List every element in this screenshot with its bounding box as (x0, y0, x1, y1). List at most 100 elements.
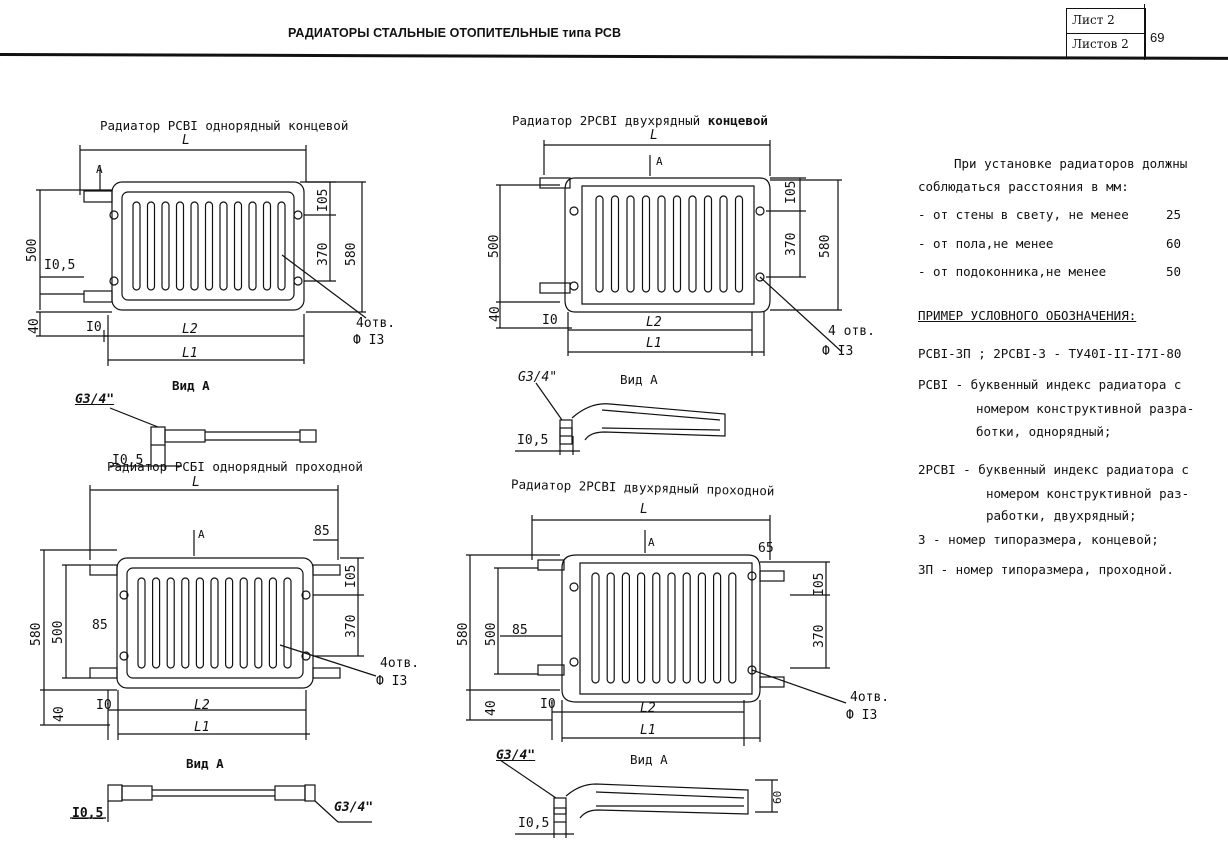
def-size-end: 3 - номер типоразмера, концевой; (918, 532, 1159, 547)
radiator-fin (146, 201, 156, 291)
radiator-fin (277, 201, 286, 291)
radiator-fin (621, 572, 631, 684)
radiator-d4-view-a (499, 759, 778, 838)
d2-view-marker-A: A (656, 155, 663, 168)
radiator-fin (610, 195, 620, 293)
d1-dim-L2: L2 (182, 322, 198, 337)
radiator-d3-view-a (70, 784, 372, 823)
d3-dim-L: L (192, 475, 200, 490)
def-rsv1-line2: номером конструктивной разра- (976, 401, 1195, 416)
d3-dim-L1: L1 (194, 720, 210, 735)
d1-dim-370: 370 (316, 242, 331, 266)
d3-dim-10: I0 (96, 698, 112, 713)
def-2rsv1-line1: 2РСВI - буквенный индекс радиатора с (918, 462, 1189, 477)
radiator-fin (195, 577, 204, 669)
d3-caption: Радиатор РСБI однорядный проходной (107, 459, 363, 474)
example-heading: ПРИМЕР УСЛОВНОГО ОБОЗНАЧЕНИЯ: (918, 308, 1137, 323)
distance-floor-value: 60 (1166, 236, 1182, 251)
d1-view-marker-A: A (96, 163, 103, 176)
def-2rsv1-line3: работки, двухрядный; (986, 508, 1137, 523)
radiator-fin (728, 572, 737, 684)
d2-caption: Радиатор 2РСВI двухрядный концевой (512, 113, 768, 128)
d2-dim-L2: L2 (646, 315, 662, 330)
radiator-d4-body (466, 515, 847, 746)
radiator-fin (712, 572, 722, 684)
example-designation: РСВI-3П ; 2РСВI-3 - ТУ40I-II-I7I-80 (918, 346, 1182, 361)
radiator-fin (219, 201, 228, 291)
radiator-fin (595, 195, 604, 293)
radiator-fin (268, 577, 277, 669)
def-size-pass: 3П - номер типоразмера, проходной. (918, 562, 1174, 577)
d1-dim-L1: L1 (182, 346, 198, 361)
document-title: РАДИАТОРЫ СТАЛЬНЫЕ ОТОПИТЕЛЬНЫЕ типа РСВ (288, 26, 622, 40)
d4-dim-10: I0 (540, 697, 556, 712)
d4-dim-60: 60 (771, 790, 784, 804)
d4-dim-65: 65 (758, 541, 774, 556)
d2-view-dim-10-5: I0,5 (517, 433, 549, 448)
d3-dim-500: 500 (51, 620, 66, 644)
d4-dim-L: L (640, 502, 648, 517)
sheets-total-label: Листов 2 (1072, 37, 1129, 51)
distance-wall-value: 25 (1166, 207, 1182, 222)
radiator-fin (606, 572, 615, 684)
d2-dim-10: I0 (542, 313, 558, 328)
radiator-fin (591, 572, 600, 684)
def-rsv1-line3: ботки, однорядный; (976, 424, 1112, 439)
radiator-fin (175, 201, 185, 291)
radiator-fin (166, 577, 175, 669)
d4-dim-L2: L2 (640, 701, 656, 716)
d1-dim-10: I0 (86, 320, 102, 335)
radiator-fin (152, 577, 161, 669)
radiator-fin (190, 201, 199, 291)
radiator-fin (225, 577, 234, 669)
radiator-fin (233, 201, 243, 291)
notes-intro-2: соблюдаться расстояния в мм: (918, 179, 1129, 194)
d3-holes: 4отв. (380, 656, 420, 671)
page-number: 69 (1150, 30, 1165, 45)
radiator-fin (719, 195, 728, 293)
notes-intro-1: При установке радиаторов должны (954, 156, 1188, 171)
d3-dim-85-side: 85 (92, 618, 108, 633)
d1-caption: Радиатор РСВI однорядный концевой (100, 118, 349, 133)
radiator-fin (697, 572, 707, 684)
d1-dim-105: I05 (316, 188, 331, 212)
radiator-d3-body (40, 485, 377, 740)
d3-view-dim-10-5: I0,5 (72, 806, 104, 821)
radiator-d2-body (496, 140, 843, 356)
d2-dim-40: 40 (488, 306, 503, 322)
d3-dim-580: 580 (29, 622, 44, 646)
d1-dim-L: L (182, 133, 190, 148)
d4-view-marker-A: A (648, 536, 655, 549)
radiator-d1-view-a (109, 407, 317, 470)
d2-view-caption: Вид А (620, 372, 658, 387)
d1-view-caption: Вид А (172, 378, 210, 393)
title-block: РАДИАТОРЫ СТАЛЬНЫЕ ОТОПИТЕЛЬНЫЕ типа РСВ… (0, 0, 1228, 62)
d4-dim-40: 40 (484, 700, 499, 716)
d1-phi13: Ф I3 (353, 333, 385, 348)
radiator-fin (248, 201, 257, 291)
d4-view-dim-10-5: I0,5 (518, 816, 550, 831)
d2-dim-370: 370 (784, 232, 799, 256)
d1-dim-40: 40 (27, 318, 42, 334)
d4-pipe-thread: G3/4" (496, 748, 536, 763)
d4-phi13: Ф I3 (846, 708, 878, 723)
radiator-fin (161, 201, 170, 291)
d1-dim-580: 580 (344, 242, 359, 266)
radiator-fin (652, 572, 661, 684)
d3-view-caption: Вид А (186, 756, 224, 771)
radiator-d1-body (36, 145, 367, 366)
d3-dim-105: I05 (344, 564, 359, 588)
d3-dim-40: 40 (52, 706, 67, 722)
radiator-fin (626, 195, 635, 293)
distance-sill-label: - от подоконника,не менее (918, 264, 1107, 279)
radiator-fin (688, 195, 697, 293)
radiator-fin (132, 201, 141, 291)
d3-dim-85-top: 85 (314, 524, 330, 539)
radiator-fin (181, 577, 190, 669)
radiator-fin (703, 195, 713, 293)
radiator-fin (283, 577, 292, 669)
radiator-fin (641, 195, 651, 293)
d2-dim-L: L (650, 128, 658, 143)
d3-view-marker-A: A (198, 528, 205, 541)
distance-sill-value: 50 (1166, 264, 1182, 279)
